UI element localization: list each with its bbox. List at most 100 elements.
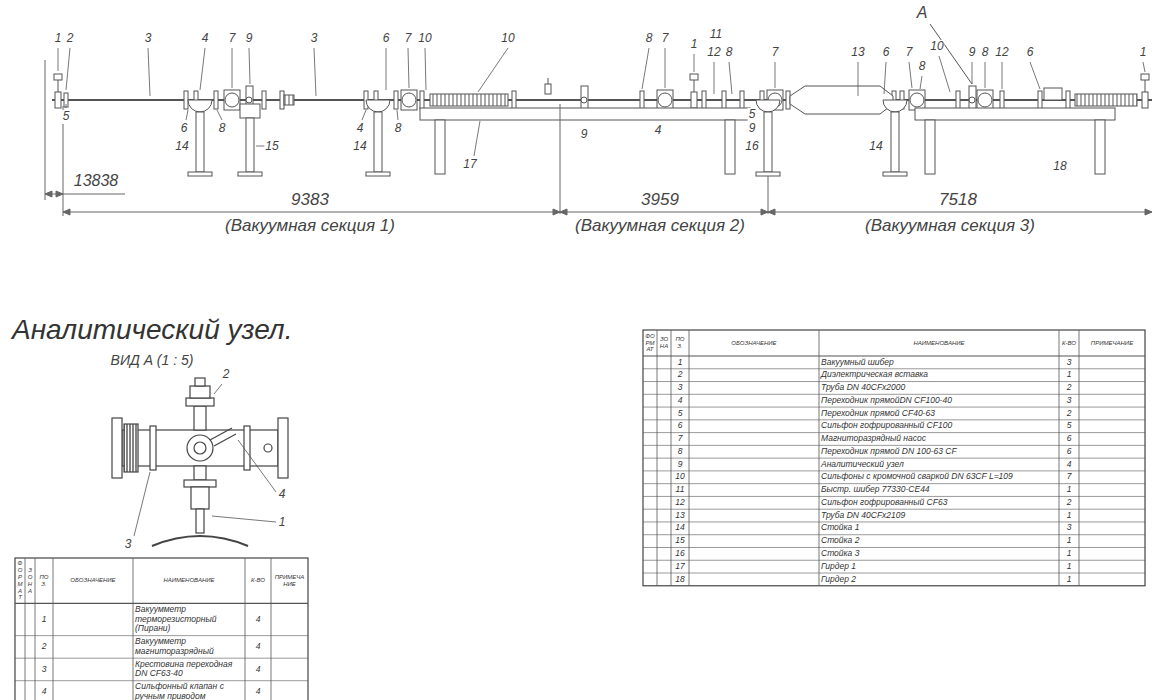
table-header: ПРИМЕЧАНИЕ	[273, 574, 306, 588]
callout-number: 14	[868, 140, 883, 154]
callout-number: 14	[352, 140, 367, 154]
dimension-value: 13838	[73, 172, 120, 190]
table-cell: Быстр. шибер 77330-CE44	[821, 485, 1057, 495]
leader-line	[714, 62, 715, 94]
leader-line	[314, 48, 316, 96]
stand-symbol	[883, 172, 907, 176]
leader-line	[249, 48, 250, 84]
table-header: ФОРМАТ	[645, 333, 655, 354]
callout-number: 3	[144, 32, 153, 46]
table-cell: 2	[673, 370, 687, 380]
leader-line	[858, 62, 859, 96]
leader-line	[1143, 62, 1145, 72]
leader-line	[212, 516, 276, 522]
table-rule	[25, 558, 26, 700]
stand-symbol	[240, 104, 260, 118]
analytic-node-symbol	[969, 97, 975, 103]
table-cell: 2	[1061, 498, 1077, 508]
flange-symbol	[184, 91, 188, 109]
table-cell: 4	[247, 665, 269, 675]
flange-symbol	[262, 91, 266, 109]
leader-line	[186, 110, 188, 120]
callout-number: 17	[462, 158, 477, 172]
bellows-symbol	[430, 94, 508, 106]
stand-symbol	[366, 172, 390, 176]
analytic-node-view	[194, 406, 206, 430]
table-cell: 1	[1061, 485, 1077, 495]
table-rule	[643, 496, 1145, 497]
table-cell: Вакуумметр терморезисторный (Пирани)	[135, 605, 243, 634]
table-cell: 4	[1061, 460, 1077, 470]
flange-symbol	[740, 91, 744, 109]
callout-number: 10	[500, 32, 515, 46]
dimension-lines	[768, 176, 769, 214]
table-cell: 1	[37, 615, 51, 625]
table-cell: Вакуумный шибер	[821, 358, 1057, 368]
stand-symbol	[756, 172, 780, 176]
callout-number: 14	[174, 140, 189, 154]
analytic-node-view	[112, 418, 122, 478]
leader-line	[665, 48, 666, 88]
table-cell: 13	[673, 511, 687, 521]
callout-number: 6	[1026, 46, 1035, 60]
callout-number: 12	[994, 46, 1009, 60]
stand-symbol	[756, 100, 780, 112]
callout-number: 8	[218, 122, 227, 136]
table-rule	[133, 558, 134, 700]
callout-number: 5	[748, 108, 757, 122]
callout-number: 2	[66, 32, 75, 46]
dimension-value: 9383	[290, 190, 330, 210]
leader-line	[985, 62, 986, 88]
flange-symbol	[1038, 91, 1042, 109]
table-cell: Труба DN 40CFx2109	[821, 511, 1057, 521]
girder-symbol	[925, 120, 935, 174]
leader-line	[972, 62, 973, 84]
leader-line	[200, 48, 205, 90]
table-rule	[643, 368, 1145, 369]
table-cell: Диэлектрическая вставка	[821, 370, 1057, 380]
table-rule	[35, 558, 36, 700]
table-rule	[643, 381, 1145, 382]
callout-number: 5	[62, 110, 71, 124]
table-header: ЗОНА	[659, 336, 669, 350]
ion-pump-symbol	[910, 93, 924, 107]
gate-valve-symbol	[58, 80, 59, 92]
view-label: ВИД А (1 : 5)	[110, 352, 195, 368]
callout-number: 16	[744, 140, 759, 154]
callout-number: 7	[661, 32, 670, 46]
table-cell: 1	[1061, 511, 1077, 521]
table-cell: 3	[673, 383, 687, 393]
callout-number: 3	[310, 32, 319, 46]
callout-number: 1	[278, 516, 287, 530]
ion-pump-symbol	[658, 93, 672, 107]
table-cell: Магниторазрядный насос	[821, 434, 1057, 444]
analytic-node-symbol	[548, 78, 549, 84]
section-label: (Вакуумная секция 3)	[864, 216, 1036, 236]
leader-line	[66, 104, 67, 108]
leader-line	[362, 110, 366, 120]
table-cell: 8	[673, 447, 687, 457]
callout-number: 9	[580, 128, 589, 142]
table-border	[15, 558, 308, 700]
callout-number: 8	[981, 46, 990, 60]
analytic-node-view	[124, 424, 138, 472]
ion-pump-symbol	[224, 88, 1062, 110]
section-label: (Вакуумная секция 1)	[224, 216, 396, 236]
table-cell: 18	[673, 575, 687, 585]
beamline	[52, 74, 1152, 176]
flange-symbol	[702, 91, 706, 109]
dimension-lines	[560, 209, 567, 215]
table-cell: Труба DN 40CFx2000	[821, 383, 1057, 393]
table-cell: Гирдер 1	[821, 562, 1057, 572]
flange-symbol	[1000, 91, 1004, 109]
callout-number: 1	[1139, 46, 1148, 60]
gate-valve-symbol	[690, 74, 698, 80]
table-rule	[643, 470, 1145, 471]
analytic-node-symbol	[545, 84, 551, 94]
analytic-node-view	[122, 430, 278, 466]
table-cell: Гирдер 2	[821, 575, 1057, 585]
table-rule	[15, 635, 308, 636]
table-rule	[643, 573, 1145, 574]
